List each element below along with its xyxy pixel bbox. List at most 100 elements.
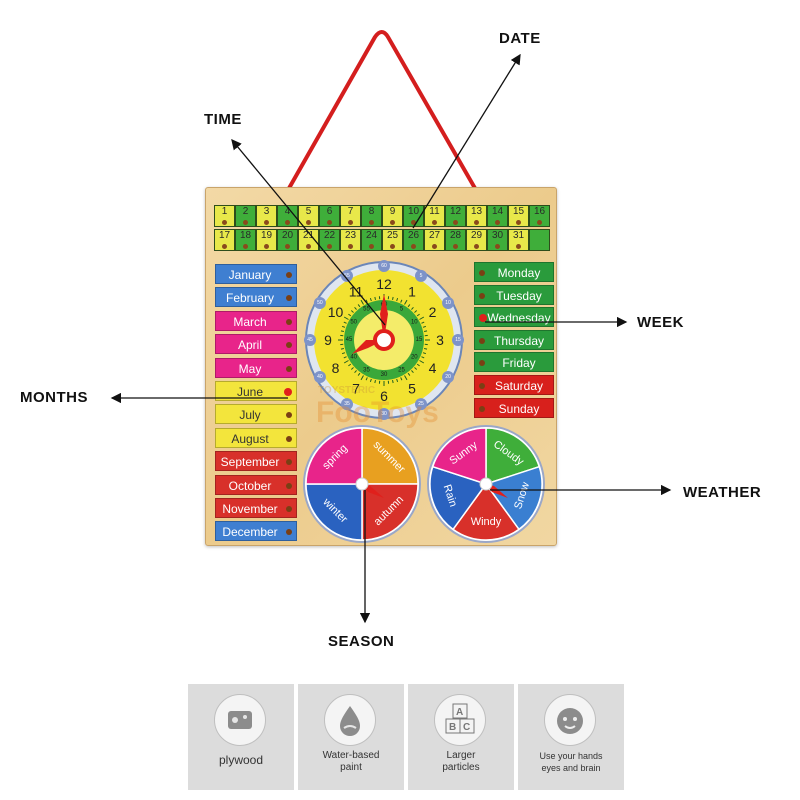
date-cell[interactable]: 24: [361, 229, 382, 251]
month-august[interactable]: August: [215, 427, 297, 448]
month-october[interactable]: October: [215, 474, 297, 495]
weekday-monday[interactable]: Monday: [474, 262, 554, 282]
month-march[interactable]: March: [215, 310, 297, 331]
date-cell[interactable]: 20: [277, 229, 298, 251]
date-cell[interactable]: 8: [361, 205, 382, 227]
weekday-tuesday[interactable]: Tuesday: [474, 284, 554, 305]
date-cell[interactable]: 31: [508, 229, 529, 251]
date-cell[interactable]: 21: [298, 229, 319, 251]
hour-numeral: 8: [332, 360, 340, 376]
date-cell[interactable]: 3: [256, 205, 277, 227]
peg-hole: [286, 435, 292, 442]
minute-inner-label: 35: [363, 367, 370, 373]
clock-tick: [354, 370, 357, 374]
month-february[interactable]: February: [215, 287, 297, 308]
season-pointer[interactable]: [362, 484, 384, 498]
date-number: 25: [386, 230, 399, 241]
weather-pointer[interactable]: [486, 484, 508, 498]
month-may[interactable]: May: [215, 357, 297, 378]
weekday-sunday[interactable]: Sunday: [474, 397, 554, 418]
clock-tick: [400, 377, 403, 381]
date-cell[interactable]: 14: [487, 205, 508, 227]
minute-badge: [341, 398, 353, 411]
date-cell[interactable]: 17: [214, 229, 235, 251]
peg-hole: [286, 482, 292, 489]
minute-outer-label: 35: [344, 401, 350, 407]
weekday-friday[interactable]: Friday: [474, 352, 554, 373]
peg-hole: [369, 220, 374, 225]
date-cell[interactable]: 11: [424, 205, 445, 227]
weekday-thursday[interactable]: Thursday: [474, 329, 554, 350]
feature-label: plywood: [218, 753, 264, 767]
clock-tick: [365, 377, 368, 381]
minute-badge: [415, 269, 427, 282]
date-cell[interactable]: 5: [298, 205, 319, 227]
date-cell[interactable]: 9: [382, 205, 403, 227]
month-april[interactable]: April: [215, 334, 297, 355]
date-cell[interactable]: 30: [487, 229, 508, 251]
date-cell[interactable]: 29: [466, 229, 487, 251]
month-june[interactable]: June: [215, 381, 297, 401]
date-cell[interactable]: 27: [424, 229, 445, 251]
date-cell[interactable]: 16: [529, 205, 550, 227]
date-cell[interactable]: 12: [445, 205, 466, 227]
clock-tick: [369, 378, 372, 383]
clock-tick: [404, 299, 408, 305]
date-number: 26: [407, 230, 420, 241]
month-december[interactable]: December: [215, 521, 297, 542]
date-number: 15: [512, 206, 525, 217]
month-july[interactable]: July: [215, 404, 297, 425]
date-cell[interactable]: 6: [319, 205, 340, 227]
date-number: 8: [368, 206, 375, 217]
date-cell[interactable]: 18: [235, 229, 256, 251]
clock-tick: [422, 325, 427, 328]
month-label: February: [225, 291, 275, 306]
weekday-saturday[interactable]: Saturday: [474, 375, 554, 395]
peg-hole: [479, 405, 485, 412]
date-number: 6: [326, 206, 333, 217]
clock-tick: [404, 375, 408, 381]
season-segment: [305, 483, 363, 541]
date-cell[interactable]: 1: [214, 205, 235, 227]
month-label: May: [238, 361, 262, 376]
clock-tick: [360, 375, 364, 381]
minute-outer-label: 30: [381, 411, 387, 417]
peg-hole: [327, 220, 332, 225]
month-september[interactable]: September: [215, 451, 297, 472]
date-cell[interactable]: 25: [382, 229, 403, 251]
peg-hole: [243, 244, 248, 249]
date-cell[interactable]: 19: [256, 229, 277, 251]
weekday-label: Sunday: [498, 401, 540, 416]
weather-segment: [452, 482, 520, 541]
date-cell[interactable]: 26: [403, 229, 424, 251]
date-cell[interactable]: 28: [445, 229, 466, 251]
date-cell[interactable]: 22: [319, 229, 340, 251]
peg-hole: [286, 506, 292, 512]
date-number: 30: [491, 230, 504, 241]
minute-badge: [442, 297, 455, 309]
date-cell[interactable]: 13: [466, 205, 487, 227]
peg-hole: [286, 295, 292, 302]
date-cell[interactable]: 15: [508, 205, 529, 227]
month-january[interactable]: January: [215, 264, 297, 284]
peg-hole: [495, 244, 500, 249]
date-cell[interactable]: 7: [340, 205, 361, 227]
clock-tick: [424, 348, 428, 350]
month-november[interactable]: November: [215, 498, 297, 518]
clock-tick: [396, 297, 399, 302]
date-cell[interactable]: 4: [277, 205, 298, 227]
clock-tick: [424, 330, 428, 332]
date-cell[interactable]: 2: [235, 205, 256, 227]
peg-hole: [516, 244, 521, 249]
weekday-label: Monday: [497, 266, 541, 280]
date-number: 31: [512, 230, 525, 241]
date-cell[interactable]: 23: [340, 229, 361, 251]
hour-numeral: 2: [429, 304, 437, 320]
minute-badge: [415, 398, 427, 411]
clock-tick: [407, 372, 411, 376]
clock-tick: [369, 297, 372, 302]
minute-outer-label: 60: [381, 263, 387, 269]
clock-tick: [365, 299, 368, 303]
